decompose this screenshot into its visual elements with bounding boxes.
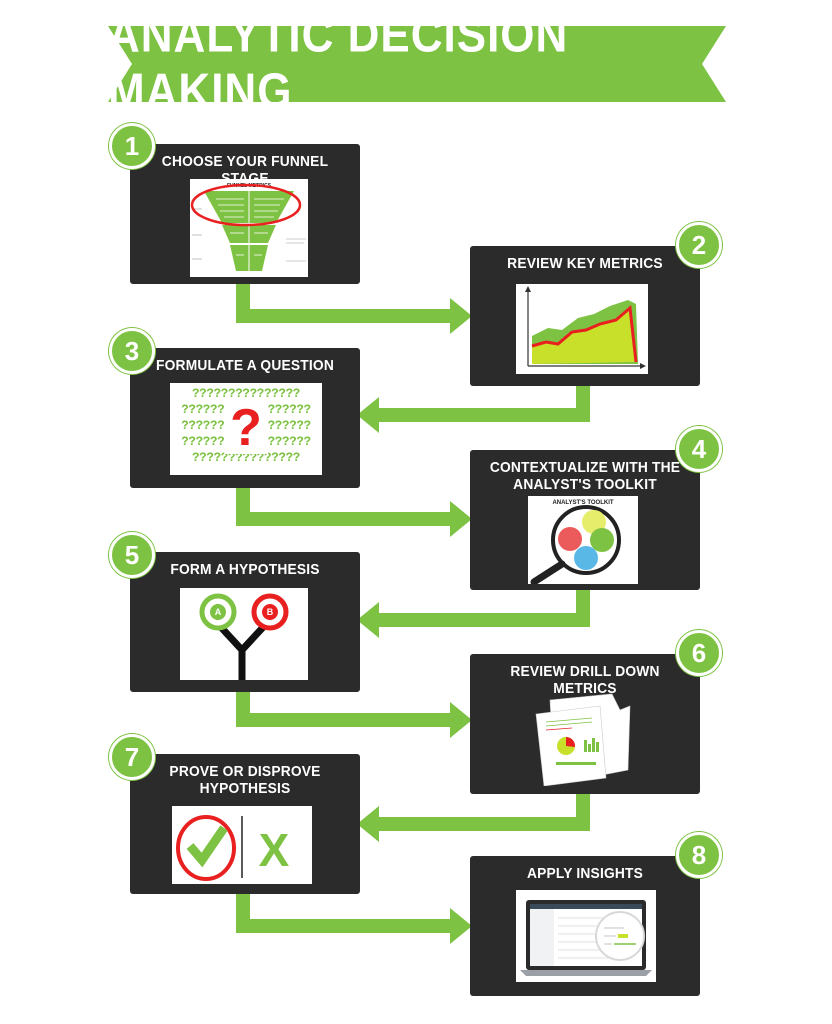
- step-title: REVIEW KEY METRICS: [507, 255, 663, 272]
- step-card-3: FORMULATE A QUESTION ??????????????? ???…: [130, 348, 360, 488]
- connector-5-6: [236, 691, 452, 727]
- report-pages-icon: [532, 690, 636, 786]
- step-card-1: CHOOSE YOUR FUNNEL STAGE FUNNEL METRICS: [130, 144, 360, 284]
- connector-3-4: [236, 488, 452, 526]
- arrowhead-2-3: [357, 397, 379, 433]
- banner-ribbon-icon: [108, 26, 726, 102]
- connector-4-5: [377, 588, 590, 627]
- step-card-2: REVIEW KEY METRICS: [470, 246, 700, 386]
- option-b-label: B: [267, 607, 274, 617]
- arrowhead-6-7: [357, 806, 379, 842]
- fork-choice-icon: A B: [180, 588, 308, 680]
- connector-1-2: [236, 284, 452, 323]
- toolkit-caption: ANALYST'S TOOLKIT: [552, 500, 613, 506]
- arrowhead-1-2: [450, 298, 472, 334]
- step-card-4: CONTEXTUALIZE WITH THE ANALYST'S TOOLKIT…: [470, 450, 700, 590]
- question-row: ???????????????: [191, 451, 301, 465]
- step-title: REVIEW DRILL DOWN METRICS: [510, 663, 660, 697]
- connector-6-7: [377, 792, 590, 831]
- step-number-badge: 5: [109, 532, 155, 578]
- step-number-badge: 6: [676, 630, 722, 676]
- line-area-chart-icon: [516, 284, 648, 374]
- arrowhead-5-6: [450, 702, 472, 738]
- magnifier-toolkit-icon: ANALYST'S TOOLKIT: [528, 496, 638, 584]
- step-title: APPLY INSIGHTS: [526, 865, 644, 882]
- step-card-8: APPLY INSIGHTS: [470, 856, 700, 996]
- step-number-badge: 1: [109, 123, 155, 169]
- step-number-badge: 3: [109, 328, 155, 374]
- question-grid: ??????????????? ?????? ?????? ?????? ???…: [170, 383, 322, 475]
- step-number-badge: 4: [676, 426, 722, 472]
- question-marks-icon: ??????????????? ?????? ?????? ?????? ???…: [170, 383, 322, 475]
- question-row: ?????? ??????: [181, 419, 311, 433]
- check-or-x-icon: X: [172, 806, 312, 884]
- disprove-x-mark: X: [259, 824, 290, 876]
- step-number-badge: 8: [676, 832, 722, 878]
- question-row: ???????????????: [191, 387, 301, 401]
- arrowhead-7-8: [450, 908, 472, 944]
- step-card-5: FORM A HYPOTHESIS A B: [130, 552, 360, 692]
- step-number-badge: 7: [109, 734, 155, 780]
- step-title: FORM A HYPOTHESIS: [170, 561, 320, 578]
- step-title: PROVE OR DISPROVE HYPOTHESIS: [169, 763, 321, 797]
- step-title: FORMULATE A QUESTION: [156, 357, 334, 374]
- funnel-metrics-chart-icon: FUNNEL METRICS: [190, 179, 308, 277]
- step-title: CONTEXTUALIZE WITH THE ANALYST'S TOOLKIT: [489, 459, 681, 493]
- laptop-insight-icon: [516, 890, 656, 982]
- question-row: ?????? ??????: [181, 435, 311, 449]
- arrowhead-4-5: [357, 602, 379, 638]
- step-card-6: REVIEW DRILL DOWN METRICS: [470, 654, 700, 794]
- arrowhead-3-4: [450, 501, 472, 537]
- connector-2-3: [377, 384, 590, 422]
- step-number-badge: 2: [676, 222, 722, 268]
- option-a-label: A: [215, 607, 222, 617]
- connector-7-8: [236, 893, 452, 933]
- question-row: ?????? ??????: [181, 403, 311, 417]
- step-card-7: PROVE OR DISPROVE HYPOTHESIS X: [130, 754, 360, 894]
- big-question-mark: ?: [224, 401, 268, 454]
